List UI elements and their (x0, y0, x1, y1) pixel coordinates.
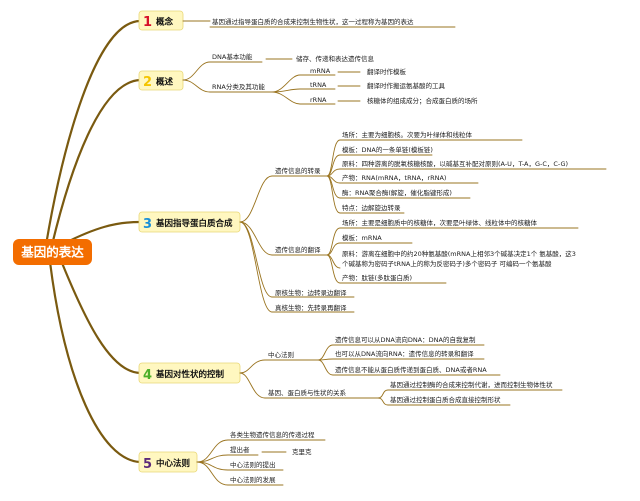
translation-site: 场所：主要是细胞质中的核糖体，次要是叶绿体、线粒体中的核糖体 (342, 218, 538, 227)
translation-materials-line-2: 个碱基称为密码子tRNA上的称为反密码子)多个密码子 可编码一个氨基酸 (342, 259, 552, 268)
translation-materials-line-1: 原料：游离在细胞中的约20种氨基酸(mRNA上相邻3个碱基决定1个 氨基酸，这3 (342, 249, 576, 258)
dna-function-value: 储存、传递和表达遗传信息 (296, 54, 375, 63)
rna-classification-label: RNA分类及其功能 (212, 82, 265, 91)
gene-enzyme-control: 基因通过控制酶的合成来控制代谢，进而控制生物体性状 (390, 380, 553, 389)
section-5[interactable]: 5 中心法则 (138, 451, 198, 473)
rrna-function: 核糖体的组成成分；合成蛋白质的场所 (367, 96, 478, 105)
trna-label: tRNA (310, 81, 327, 89)
root-label: 基因的表达 (20, 245, 84, 260)
proposer-name: 克里克 (292, 448, 312, 456)
central-dogma-label: 中心法则 (268, 350, 294, 359)
section-3[interactable]: 3 基因指导蛋白质合成 (138, 211, 241, 233)
root-node[interactable]: 基因的表达 (13, 239, 92, 265)
translation-label: 遗传信息的翻译 (275, 245, 321, 254)
prokaryote-note: 原核生物：边转录边翻译 (275, 288, 347, 297)
transcription-label: 遗传信息的转录 (275, 166, 321, 175)
section-2-number: 2 (143, 75, 152, 90)
section-5-label: 中心法则 (156, 458, 190, 469)
section-4-label: 基因对性状的控制 (155, 369, 225, 380)
transcription-site: 场所：主要为细胞核。次要为叶绿体和线粒体 (342, 130, 473, 139)
gene-protein-trait-label: 基因、蛋白质与性状的关系 (268, 388, 347, 397)
section-3-label: 基因指导蛋白质合成 (155, 218, 233, 229)
section-4-number: 4 (143, 368, 152, 383)
mrna-function: 翻译时作模板 (367, 67, 407, 76)
section-1[interactable]: 1 概念 (138, 10, 184, 31)
transcription-product: 产物：RNA(mRNA，tRNA，rRNA) (342, 173, 446, 182)
section-2-label: 概述 (156, 77, 174, 88)
section-1-number: 1 (143, 15, 152, 30)
translation-template: 模板：mRNA (342, 233, 382, 242)
section-2[interactable]: 2 概述 (138, 70, 184, 91)
section-1-label: 概念 (156, 17, 174, 28)
trna-function: 翻译时作搬运氨基酸的工具 (367, 81, 446, 90)
dna-function-label: DNA基本功能 (212, 52, 253, 61)
section-5-number: 5 (143, 457, 152, 472)
gene-protein-direct-control: 基因通过控制蛋白质合成直接控制形状 (390, 395, 501, 404)
protein-flow-restriction: 遗传信息不能从蛋白质传递到蛋白质、DNA或者RNA (335, 365, 487, 374)
info-transfer-process: 各类生物遗传信息的传递过程 (230, 430, 315, 439)
central-dogma-proposal: 中心法则的提出 (230, 460, 276, 469)
transcription-template: 模板：DNA的一条单链(模板链) (342, 145, 433, 154)
section-2-box (138, 70, 184, 91)
concept-definition: 基因通过指导蛋白质的合成来控制生物性状，这一过程称为基因的表达 (212, 17, 414, 26)
root-box (13, 239, 92, 265)
proposer-label: 提出者 (230, 445, 250, 454)
transcription-feature: 特点：边解旋边转录 (342, 203, 401, 212)
mrna-label: mRNA (310, 67, 331, 75)
section-4[interactable]: 4 基因对性状的控制 (138, 362, 241, 384)
rrna-label: rRNA (310, 96, 327, 104)
transcription-materials: 原料：四种游离的脱氧核糖核酸，以碱基互补配对原则(A-U，T-A，G-C，C-G… (342, 159, 568, 168)
section-1-box (138, 10, 184, 31)
central-dogma-development: 中心法则的发展 (230, 475, 276, 484)
section-3-number: 3 (143, 217, 152, 232)
translation-product: 产物：肽链(多肽蛋白质) (342, 273, 412, 282)
dna-to-rna-flow: 也可以从DNA流向RNA：遗传信息的转录和翻译 (335, 349, 474, 358)
dna-to-dna-flow: 遗传信息可以从DNA流向DNA：DNA的自我复制 (335, 335, 476, 344)
transcription-enzyme: 酶：RNA聚合酶(解旋，催化脂键形成) (342, 188, 452, 197)
eukaryote-note: 真核生物：先转录再翻译 (275, 303, 347, 312)
